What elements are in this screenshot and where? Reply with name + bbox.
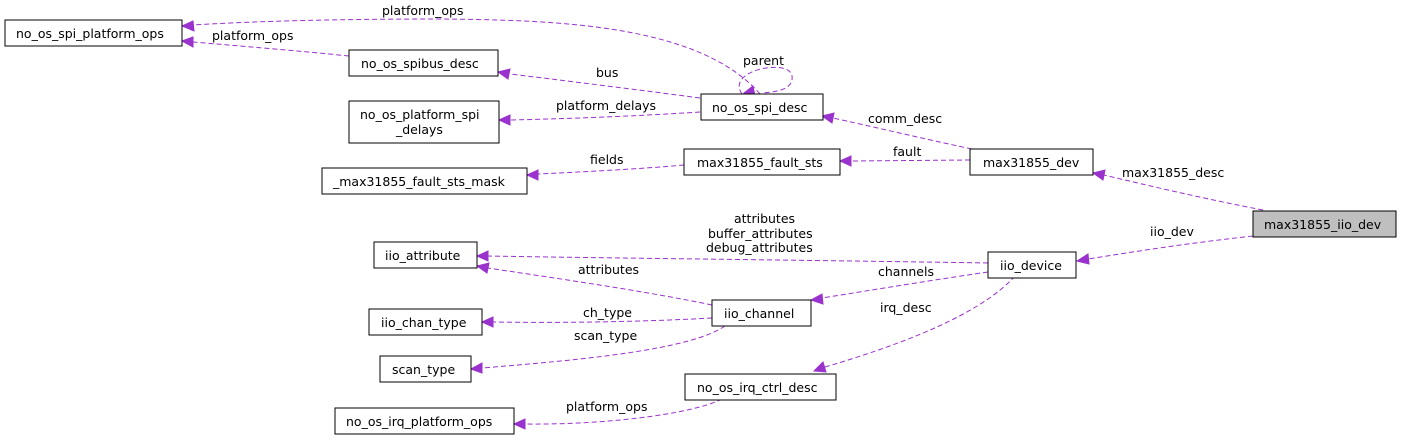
edge-label-scan-type: scan_type: [574, 328, 637, 343]
svg-text:no_os_spi_desc: no_os_spi_desc: [712, 100, 808, 115]
edge-label-ch-type: ch_type: [583, 305, 632, 320]
edge-label-irq-desc: irq_desc: [880, 300, 932, 315]
edge-label-bus: bus: [596, 65, 618, 80]
node-max31855-iio-dev[interactable]: max31855_iio_dev: [1252, 210, 1397, 238]
edge-label-comm-desc: comm_desc: [868, 111, 942, 126]
svg-text:no_os_irq_ctrl_desc: no_os_irq_ctrl_desc: [697, 380, 818, 395]
node-iio-attribute[interactable]: iio_attribute: [373, 241, 478, 269]
node-max31855-fault-sts[interactable]: max31855_fault_sts: [683, 148, 841, 176]
svg-text:scan_type: scan_type: [392, 362, 455, 377]
edge-label-fields: fields: [590, 152, 623, 167]
edge-label-parent: parent: [743, 53, 784, 68]
edge-comm-desc: comm_desc: [820, 111, 973, 150]
node-scan-type[interactable]: scan_type: [379, 355, 472, 383]
edge-label-attributes: attributes: [734, 211, 795, 226]
edge-ch-type: ch_type: [480, 305, 713, 328]
node-iio-channel[interactable]: iio_channel: [711, 299, 812, 327]
edge-label-channels: channels: [878, 264, 934, 279]
edge-fields: fields: [525, 152, 685, 181]
edge-channel-attributes: attributes: [475, 262, 713, 306]
edge-irq-desc: irq_desc: [812, 275, 1016, 373]
edge-iio-dev: iio_dev: [1075, 224, 1254, 265]
node-no-os-spi-platform-ops[interactable]: no_os_spi_platform_ops: [4, 19, 183, 47]
svg-text:max31855_iio_dev: max31855_iio_dev: [1264, 217, 1382, 232]
svg-text:_max31855_fault_sts_mask: _max31855_fault_sts_mask: [332, 174, 506, 189]
edge-fault: fault: [838, 144, 971, 167]
edge-parent: parent: [738, 53, 793, 97]
edge-label-fault: fault: [893, 144, 921, 159]
edge-irq-platform-ops: platform_ops: [512, 398, 723, 430]
svg-text:no_os_spibus_desc: no_os_spibus_desc: [361, 56, 479, 71]
edge-spi-platform-ops: platform_ops: [180, 3, 761, 95]
svg-text:max31855_dev: max31855_dev: [983, 155, 1080, 170]
edge-label-channel-attributes: attributes: [578, 262, 639, 277]
edge-platform-delays: platform_delays: [497, 98, 701, 126]
edge-channels: channels: [809, 264, 989, 305]
svg-text:iio_chan_type: iio_chan_type: [381, 315, 467, 330]
node-no-os-spi-desc[interactable]: no_os_spi_desc: [700, 93, 824, 121]
edge-bus: bus: [496, 65, 701, 99]
edge-label-spibus-platform-ops: platform_ops: [212, 28, 293, 43]
node-max31855-dev[interactable]: max31855_dev: [969, 148, 1094, 176]
edge-label-debug-attributes: debug_attributes: [706, 240, 813, 255]
edge-label-max31855-desc: max31855_desc: [1122, 165, 1224, 180]
svg-text:_delays: _delays: [395, 122, 443, 137]
node-iio-chan-type[interactable]: iio_chan_type: [368, 308, 483, 336]
node-no-os-irq-ctrl-desc[interactable]: no_os_irq_ctrl_desc: [684, 373, 837, 401]
svg-text:no_os_platform_spi: no_os_platform_spi: [360, 107, 480, 122]
edge-label-platform-delays: platform_delays: [556, 98, 656, 113]
edge-label-iio-dev: iio_dev: [1150, 224, 1194, 239]
svg-text:iio_channel: iio_channel: [724, 306, 794, 321]
node-no-os-spibus-desc[interactable]: no_os_spibus_desc: [348, 49, 499, 77]
edge-iio-device-attributes: attributes buffer_attributes debug_attri…: [475, 211, 989, 264]
node-no-os-platform-spi-delays[interactable]: no_os_platform_spi _delays: [348, 100, 500, 144]
svg-text:no_os_spi_platform_ops: no_os_spi_platform_ops: [16, 26, 164, 41]
svg-text:iio_device: iio_device: [1000, 258, 1062, 273]
node-iio-device[interactable]: iio_device: [987, 251, 1077, 279]
edge-label-buffer-attributes: buffer_attributes: [708, 226, 813, 241]
edge-spibus-platform-ops: platform_ops: [180, 28, 350, 57]
edge-label-spi-platform-ops: platform_ops: [382, 3, 463, 18]
svg-text:iio_attribute: iio_attribute: [385, 248, 461, 263]
edge-label-irq-platform-ops: platform_ops: [566, 399, 647, 414]
node-max31855-fault-sts-mask[interactable]: _max31855_fault_sts_mask: [321, 167, 528, 195]
svg-text:max31855_fault_sts: max31855_fault_sts: [697, 155, 823, 170]
node-no-os-irq-platform-ops[interactable]: no_os_irq_platform_ops: [334, 407, 515, 435]
edge-max31855-desc: max31855_desc: [1091, 165, 1264, 211]
svg-text:no_os_irq_platform_ops: no_os_irq_platform_ops: [346, 414, 492, 429]
edge-scan-type: scan_type: [469, 325, 726, 374]
